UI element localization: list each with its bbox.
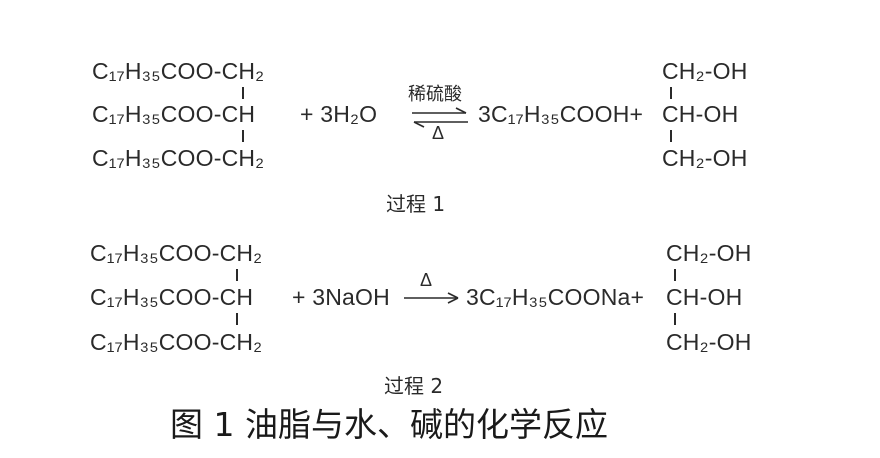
- glycerol-line-middle: CH-OH: [662, 101, 739, 127]
- bond-line: [674, 269, 676, 281]
- ester-line-top: C₁₇H₃₅COO-CH₂: [90, 240, 263, 266]
- bond-line: [236, 313, 238, 325]
- reagent-naoh: + 3NaOH: [292, 284, 390, 310]
- reagent-water: + 3H₂O: [300, 101, 378, 127]
- equilibrium-arrow-icon: [412, 107, 468, 128]
- glycerol-line-top: CH₂-OH: [666, 240, 752, 266]
- ester-line-bottom: C₁₇H₃₅COO-CH₂: [92, 145, 265, 171]
- caption-process-2: 过程 2: [384, 374, 444, 398]
- bond-line: [242, 130, 244, 142]
- ester-line-top: C₁₇H₃₅COO-CH₂: [92, 58, 265, 84]
- bond-line: [242, 87, 244, 99]
- bond-line: [670, 130, 672, 142]
- condition-heat: Δ: [432, 123, 445, 143]
- glycerol-line-top: CH₂-OH: [662, 58, 748, 84]
- bond-line: [674, 313, 676, 325]
- product-stearic-acid: 3C₁₇H₃₅COOH+: [478, 101, 644, 127]
- forward-arrow-icon: [404, 292, 459, 304]
- ester-line-bottom: C₁₇H₃₅COO-CH₂: [90, 329, 263, 355]
- ester-line-middle: C₁₇H₃₅COO-CH: [92, 101, 256, 127]
- caption-process-1: 过程 1: [386, 192, 446, 216]
- condition-heat: Δ: [420, 270, 433, 290]
- glycerol-line-bottom: CH₂-OH: [666, 329, 752, 355]
- glycerol-line-middle: CH-OH: [666, 284, 743, 310]
- figure-title: 图 1 油脂与水、碱的化学反应: [170, 405, 608, 444]
- ester-line-middle: C₁₇H₃₅COO-CH: [90, 284, 254, 310]
- product-sodium-stearate: 3C₁₇H₃₅COONa+: [466, 284, 645, 310]
- bond-line: [236, 269, 238, 281]
- glycerol-line-bottom: CH₂-OH: [662, 145, 748, 171]
- condition-acid: 稀硫酸: [408, 84, 462, 104]
- bond-line: [670, 87, 672, 99]
